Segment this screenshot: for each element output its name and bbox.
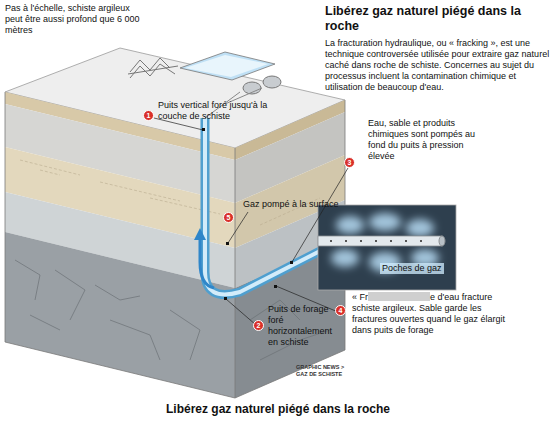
callout-number-text: 5: [227, 214, 231, 221]
callout-number: 5: [223, 212, 234, 223]
callout-text: Gaz pompé à la surface: [243, 199, 358, 210]
callout-number-text: 2: [257, 322, 261, 329]
inset-label: Poches de gaz: [380, 263, 444, 274]
pipe-end: [439, 236, 445, 246]
callout-text: Eau, sable et produits chimiques sont po…: [368, 118, 486, 162]
redaction-box: [368, 292, 430, 301]
layer-texture: [20, 160, 320, 225]
leader-dot: [290, 261, 293, 264]
leader-dot: [202, 128, 205, 131]
scale-note: Pas à l'échelle, schiste argileux peut ê…: [5, 3, 140, 36]
callout-number: 1: [143, 110, 154, 121]
callout-text: Puits de forage foré horizontalement en …: [268, 304, 334, 348]
callout-text: « Fre d'eau fracture schiste argileux. S…: [352, 292, 517, 336]
perforations: [330, 240, 422, 242]
callout-number-text: 3: [348, 159, 352, 166]
shale-layer: [5, 232, 235, 398]
water-tank: [180, 52, 275, 80]
callout-text: Puits vertical foré jusqu'à la couche de…: [158, 100, 270, 122]
callout-number: 3: [344, 157, 355, 168]
block-outline: [5, 92, 345, 398]
callout-number: 2: [253, 320, 264, 331]
detail-inset: [318, 205, 456, 290]
pipe-rack: [128, 58, 178, 78]
callout-number: 4: [335, 305, 346, 316]
arrow-head: [194, 228, 206, 240]
intro-text: La fracturation hydraulique, ou « fracki…: [325, 38, 551, 93]
callout-text-part: « Fr: [352, 292, 368, 302]
callout-number-text: 1: [147, 112, 151, 119]
gas-flow-arrow: [200, 238, 214, 288]
diagram-caption: Libérez gaz naturel piégé dans la roche: [0, 404, 556, 415]
leader-line: [154, 118, 348, 325]
leader-dot: [274, 285, 277, 288]
horizontal-pipe: [318, 236, 442, 246]
callout-number-text: 4: [339, 307, 343, 314]
water-surface: [185, 55, 268, 77]
diagram-title: Libérez gaz naturel piégé dans la roche: [325, 4, 537, 34]
storage-cylinder: [263, 76, 281, 88]
credit-text: GRAPHIC NEWS > GAZ DE SCHISTE: [296, 364, 351, 377]
leader-dot: [226, 242, 229, 245]
leader-dot: [224, 297, 227, 300]
